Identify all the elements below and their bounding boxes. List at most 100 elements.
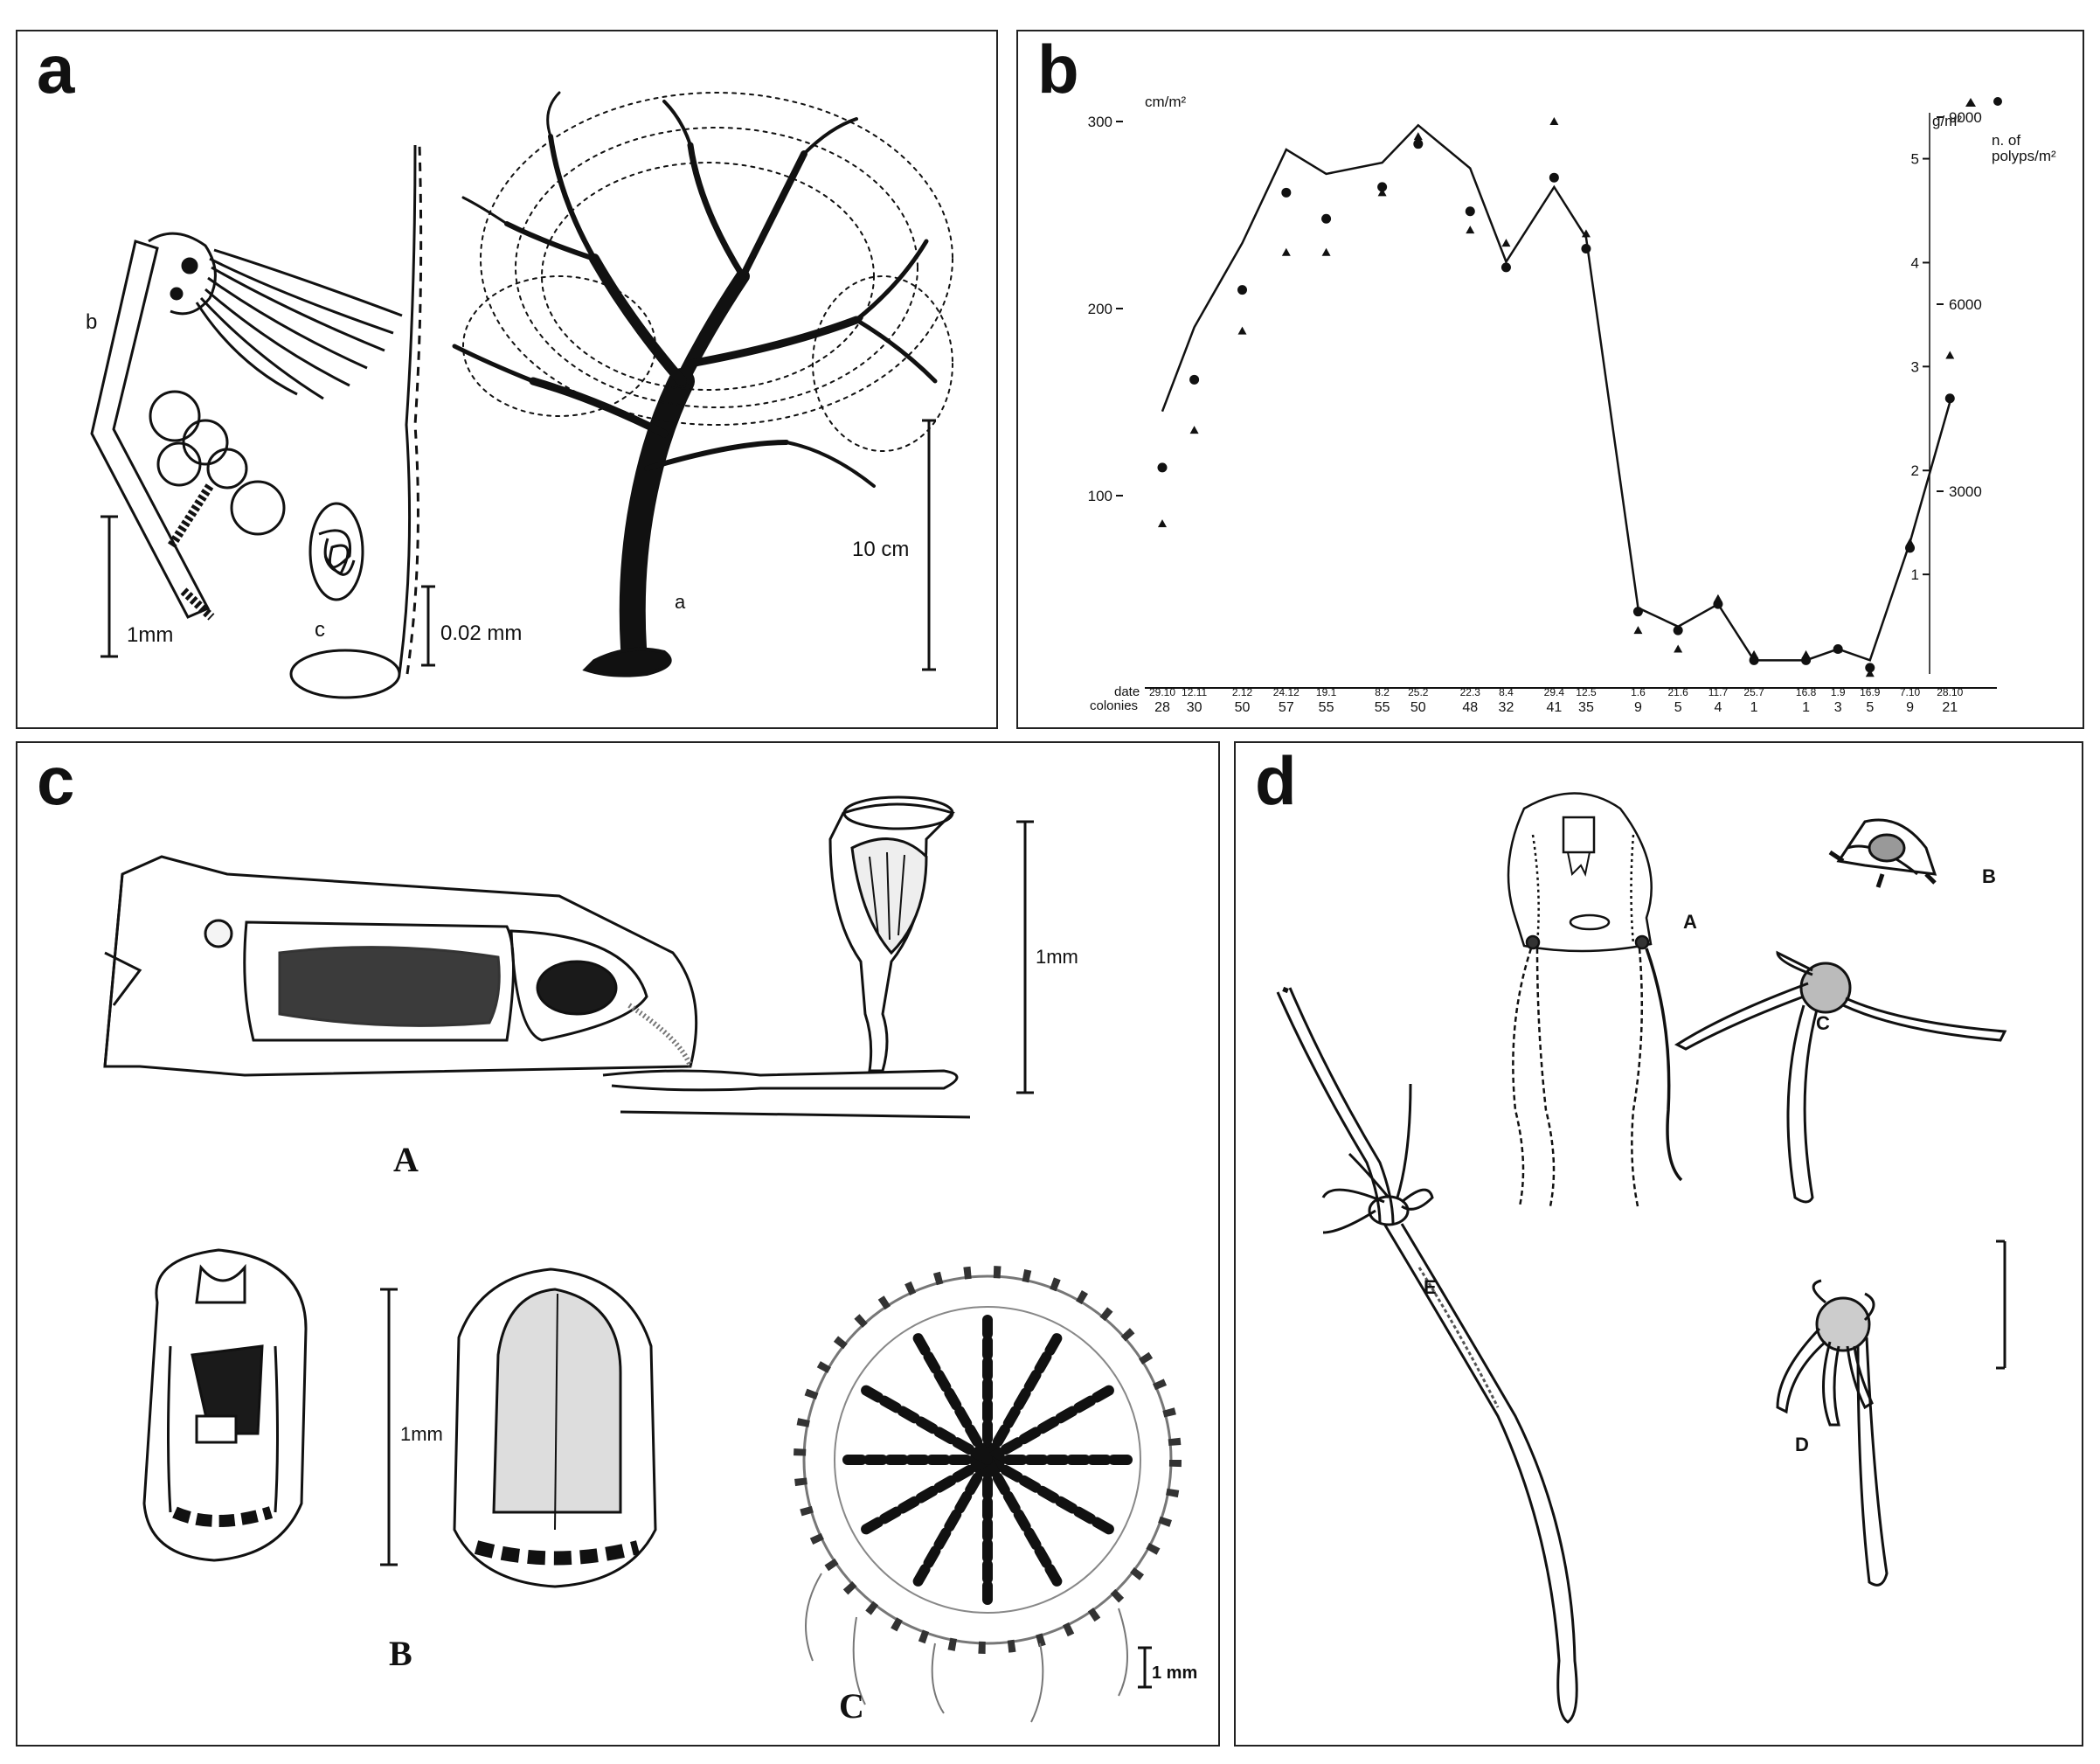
panel-d-drawing: A B C D: [1276, 792, 2007, 1724]
x-tick-label-date: 8.4: [1499, 686, 1514, 698]
scale-label-c-B: 1mm: [400, 1423, 443, 1445]
data-point-triangle: [1633, 626, 1643, 635]
right-tick-label-g: 2: [1911, 462, 1919, 479]
medusa-top-view-drawing: [794, 1266, 1182, 1723]
x-tick-label-date: 29.10: [1149, 686, 1175, 698]
legend-marker-triangle: [1965, 98, 1976, 107]
x-tick-label-colonies: 1: [1750, 700, 1758, 715]
data-point-circle: [1413, 139, 1424, 149]
chart-series-circles: [1157, 139, 1955, 673]
x-tick-label-colonies: 5: [1674, 700, 1682, 715]
x-tick-label-colonies: 50: [1235, 700, 1251, 715]
polyp-C-drawing: [1674, 950, 2007, 1204]
scale-bar-c-C: [1138, 1646, 1152, 1689]
right-tick-label-g: 1: [1911, 566, 1919, 583]
data-point-triangle: [1189, 426, 1199, 434]
x-tick-label-date: 24.12: [1273, 686, 1300, 698]
label-d-D: D: [1795, 1434, 1809, 1455]
right-tick-label-n: 9000: [1949, 109, 1982, 126]
panel-c-drawing: 1mm A 1mm B: [103, 795, 1197, 1726]
x-tick-label-date: 22.3: [1460, 686, 1481, 698]
medusoid-left-drawing: [142, 1248, 308, 1562]
scale-bar-1mm: [100, 515, 118, 658]
chart-x-labels: 29.102812.11302.125024.125719.1558.25525…: [1149, 686, 1964, 715]
panel-b-letter: b: [1037, 31, 1079, 108]
data-point-triangle: [1413, 132, 1423, 141]
x-tick-label-date: 7.10: [1900, 686, 1921, 698]
data-point-circle: [1237, 285, 1247, 295]
panel-d-letter: d: [1255, 742, 1297, 819]
right-tick-label-n: 6000: [1949, 296, 1982, 313]
x-tick-label-colonies: 1: [1802, 700, 1810, 715]
x-tick-label-date: 25.2: [1408, 686, 1429, 698]
x-tick-label-colonies: 48: [1462, 700, 1478, 715]
data-point-circle: [1549, 172, 1559, 183]
panel-d: d A B: [1234, 741, 2083, 1747]
label-d-B: B: [1982, 865, 1996, 887]
panel-c-letter: c: [37, 742, 75, 819]
polyp-D-drawing: [1776, 1279, 1889, 1587]
nematocyst-thread-drawing: [289, 144, 423, 699]
x-tick-label-colonies: 41: [1546, 700, 1562, 715]
scale-label-1mm: 1mm: [127, 623, 173, 647]
panel-a-letter: a: [37, 31, 75, 108]
label-sub-b: b: [86, 310, 97, 334]
x-tick-label-colonies: 4: [1714, 700, 1722, 715]
row-label-colonies: colonies: [1090, 698, 1138, 713]
scale-bar-c-A: [1016, 820, 1034, 1094]
x-tick-label-date: 8.2: [1375, 686, 1390, 698]
x-tick-label-colonies: 5: [1866, 700, 1874, 715]
data-point-triangle: [1466, 226, 1475, 234]
x-tick-label-colonies: 9: [1906, 700, 1914, 715]
data-point-triangle: [1865, 669, 1875, 677]
x-tick-label-date: 16.9: [1860, 686, 1881, 698]
left-tick-label: 200: [1088, 301, 1112, 317]
x-tick-label-colonies: 21: [1942, 700, 1958, 715]
chart-series-triangles: [1158, 117, 1955, 677]
panel-c: c 1mm A: [16, 741, 1220, 1747]
left-tick-label: 100: [1088, 488, 1112, 504]
data-point-circle: [1581, 244, 1591, 254]
data-point-circle: [1673, 625, 1683, 635]
medusa-B-drawing: [1828, 818, 1937, 888]
data-point-triangle: [1905, 538, 1915, 546]
hydroid-colony-tree-drawing: [452, 91, 953, 677]
x-tick-label-colonies: 57: [1279, 700, 1294, 715]
data-point-triangle: [1581, 229, 1591, 238]
scale-bar-d: [1996, 1240, 2006, 1370]
label-d-C: C: [1816, 1012, 1830, 1034]
data-point-circle: [1865, 663, 1875, 673]
medusoid-right-drawing: [453, 1267, 657, 1588]
right-tick-label-g: 3: [1911, 358, 1919, 375]
left-axis-unit: cm/m²: [1145, 94, 1187, 110]
data-point-circle: [1157, 462, 1168, 473]
x-tick-label-colonies: 50: [1410, 700, 1426, 715]
data-point-triangle: [1549, 117, 1559, 125]
right-tick-label-g: 5: [1911, 151, 1919, 168]
data-point-circle: [1321, 213, 1332, 224]
data-point-circle: [1189, 374, 1200, 385]
hydranth-E-drawing: [1276, 986, 1578, 1724]
x-tick-label-date: 1.6: [1631, 686, 1646, 698]
data-point-triangle: [1945, 351, 1955, 359]
x-tick-label-colonies: 55: [1319, 700, 1334, 715]
left-tick-label: 300: [1088, 114, 1112, 130]
right-axis-unit-polyps: polyps/m²: [1992, 148, 2056, 164]
x-tick-label-date: 28.10: [1937, 686, 1963, 698]
data-point-circle: [1944, 393, 1955, 404]
x-tick-label-date: 11.7: [1708, 686, 1729, 698]
x-tick-label-colonies: 30: [1187, 700, 1202, 715]
x-tick-label-date: 16.8: [1796, 686, 1817, 698]
x-tick-label-date: 2.12: [1232, 686, 1253, 698]
x-tick-label-colonies: 3: [1834, 700, 1842, 715]
scale-label-002mm: 0.02 mm: [440, 622, 522, 645]
scale-label-c-A: 1mm: [1036, 946, 1078, 968]
scale-label-c-C: 1 mm: [1152, 1663, 1197, 1683]
data-point-triangle: [1750, 649, 1759, 658]
scale-bar-10cm: [922, 419, 936, 671]
legend-marker-circle: [1993, 97, 2002, 106]
label-c-C: C: [839, 1686, 864, 1726]
